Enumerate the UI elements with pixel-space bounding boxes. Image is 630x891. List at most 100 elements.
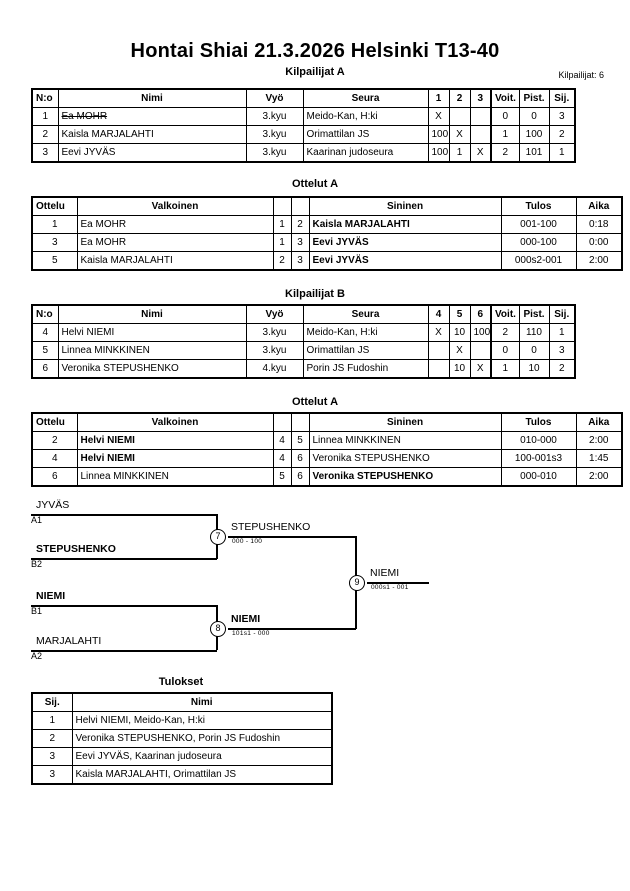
col-m2: 2 <box>448 88 471 108</box>
col-blue-no <box>290 412 310 432</box>
bracket-entry-seed-1: A1 <box>31 515 43 525</box>
cell-time: 0:00 <box>575 233 623 252</box>
col-rank: Sij. <box>548 88 576 108</box>
cell-name: Ea MOHR <box>57 107 247 126</box>
cell-match-1: X <box>427 323 450 342</box>
cell-name: Eevi JYVÄS <box>57 143 247 163</box>
cell-rank: 3 <box>548 341 576 360</box>
cell-rank: 2 <box>548 125 576 144</box>
bracket-line <box>31 605 217 607</box>
cell-blue: Kaisla MARJALAHTI <box>308 215 502 234</box>
cell-match-2: X <box>448 125 471 144</box>
cell-match-3 <box>469 107 492 126</box>
col-match-no: Ottelu <box>31 412 78 432</box>
pool-b-table: N:o Nimi Vyö Seura 4 5 6 Voit. Pist. Sij… <box>31 304 576 379</box>
bracket-line <box>31 558 217 560</box>
cell-white-no: 1 <box>272 215 292 234</box>
cell-time: 2:00 <box>575 431 623 450</box>
cell-match-no: 3 <box>31 233 78 252</box>
cell-points: 10 <box>518 359 550 379</box>
cell-grade: 3.kyu <box>245 323 304 342</box>
cell-club: Meido-Kan, H:ki <box>302 107 429 126</box>
col-blue: Sininen <box>308 412 502 432</box>
matches-b-caption: Ottelut A <box>291 396 339 408</box>
cell-club: Orimattilan JS <box>302 341 429 360</box>
cell-match-1 <box>427 341 450 360</box>
cell-time: 1:45 <box>575 449 623 468</box>
bracket-entry-seed-4: A2 <box>31 651 43 661</box>
col-club: Seura <box>302 304 429 324</box>
cell-rank: 2 <box>548 359 576 379</box>
col-m5: 5 <box>448 304 471 324</box>
cell-match-1 <box>427 359 450 379</box>
cell-rank: 3 <box>31 765 73 785</box>
cell-white: Kaisla MARJALAHTI <box>76 251 274 271</box>
entrant-count: Kilpailijat: 6 <box>558 70 604 80</box>
cell-white: Ea MOHR <box>76 215 274 234</box>
cell-rank: 2 <box>31 729 73 748</box>
cell-white-no: 4 <box>272 431 292 450</box>
col-grade: Vyö <box>245 304 304 324</box>
cell-blue: Veronika STEPUSHENKO <box>308 467 502 487</box>
cell-no: 4 <box>31 323 59 342</box>
cell-match-3: 100 <box>469 323 492 342</box>
cell-result: 000-100 <box>500 233 577 252</box>
cell-time: 2:00 <box>575 467 623 487</box>
page-subtitle: Kilpailijat A <box>285 66 345 78</box>
bracket-node-9-winner: NIEMI <box>370 567 400 579</box>
cell-name: Linnea MINKKINEN <box>57 341 247 360</box>
cell-name: Kaisla MARJALAHTI, Orimattilan JS <box>71 765 333 785</box>
bracket-node-8: 8 <box>210 621 226 637</box>
col-match-no: Ottelu <box>31 196 78 216</box>
cell-result: 001-100 <box>500 215 577 234</box>
col-name: Nimi <box>71 692 333 712</box>
cell-name: Veronika STEPUSHENKO, Porin JS Fudoshin <box>71 729 333 748</box>
bracket-entry-name-2: STEPUSHENKO <box>36 543 116 555</box>
table-header-row: Ottelu Valkoinen Sininen Tulos Aika <box>31 412 623 432</box>
cell-name: Helvi NIEMI <box>57 323 247 342</box>
cell-match-2: 10 <box>448 323 471 342</box>
cell-time: 2:00 <box>575 251 623 271</box>
bracket-node-7-winner: STEPUSHENKO <box>231 521 311 533</box>
cell-wins: 2 <box>490 143 520 163</box>
cell-match-1: 100 <box>427 143 450 163</box>
cell-blue: Eevi JYVÄS <box>308 233 502 252</box>
cell-white-no: 2 <box>272 251 292 271</box>
cell-no: 5 <box>31 341 59 360</box>
col-points: Pist. <box>518 304 550 324</box>
cell-blue: Veronika STEPUSHENKO <box>308 449 502 468</box>
cell-white: Helvi NIEMI <box>76 431 274 450</box>
col-grade: Vyö <box>245 88 304 108</box>
bracket-line <box>228 536 356 538</box>
bracket-line <box>31 514 217 516</box>
page-title: Hontai Shiai 21.3.2026 Helsinki T13-40 <box>130 40 500 62</box>
cell-grade: 3.kyu <box>245 143 304 163</box>
col-blue: Sininen <box>308 196 502 216</box>
bracket-node-9: 9 <box>349 575 365 591</box>
bracket-entry-name-4: MARJALAHTI <box>36 635 102 647</box>
cell-result: 010-000 <box>500 431 577 450</box>
cell-white: Linnea MINKKINEN <box>76 467 274 487</box>
cell-name: Kaisla MARJALAHTI <box>57 125 247 144</box>
cell-club: Orimattilan JS <box>302 125 429 144</box>
col-m6: 6 <box>469 304 492 324</box>
cell-match-1: X <box>427 107 450 126</box>
col-white: Valkoinen <box>76 412 274 432</box>
cell-wins: 0 <box>490 341 520 360</box>
cell-wins: 1 <box>490 125 520 144</box>
cell-match-no: 4 <box>31 449 78 468</box>
cell-wins: 1 <box>490 359 520 379</box>
col-time: Aika <box>575 196 623 216</box>
pool-a-table: N:o Nimi Vyö Seura 1 2 3 Voit. Pist. Sij… <box>31 88 576 163</box>
